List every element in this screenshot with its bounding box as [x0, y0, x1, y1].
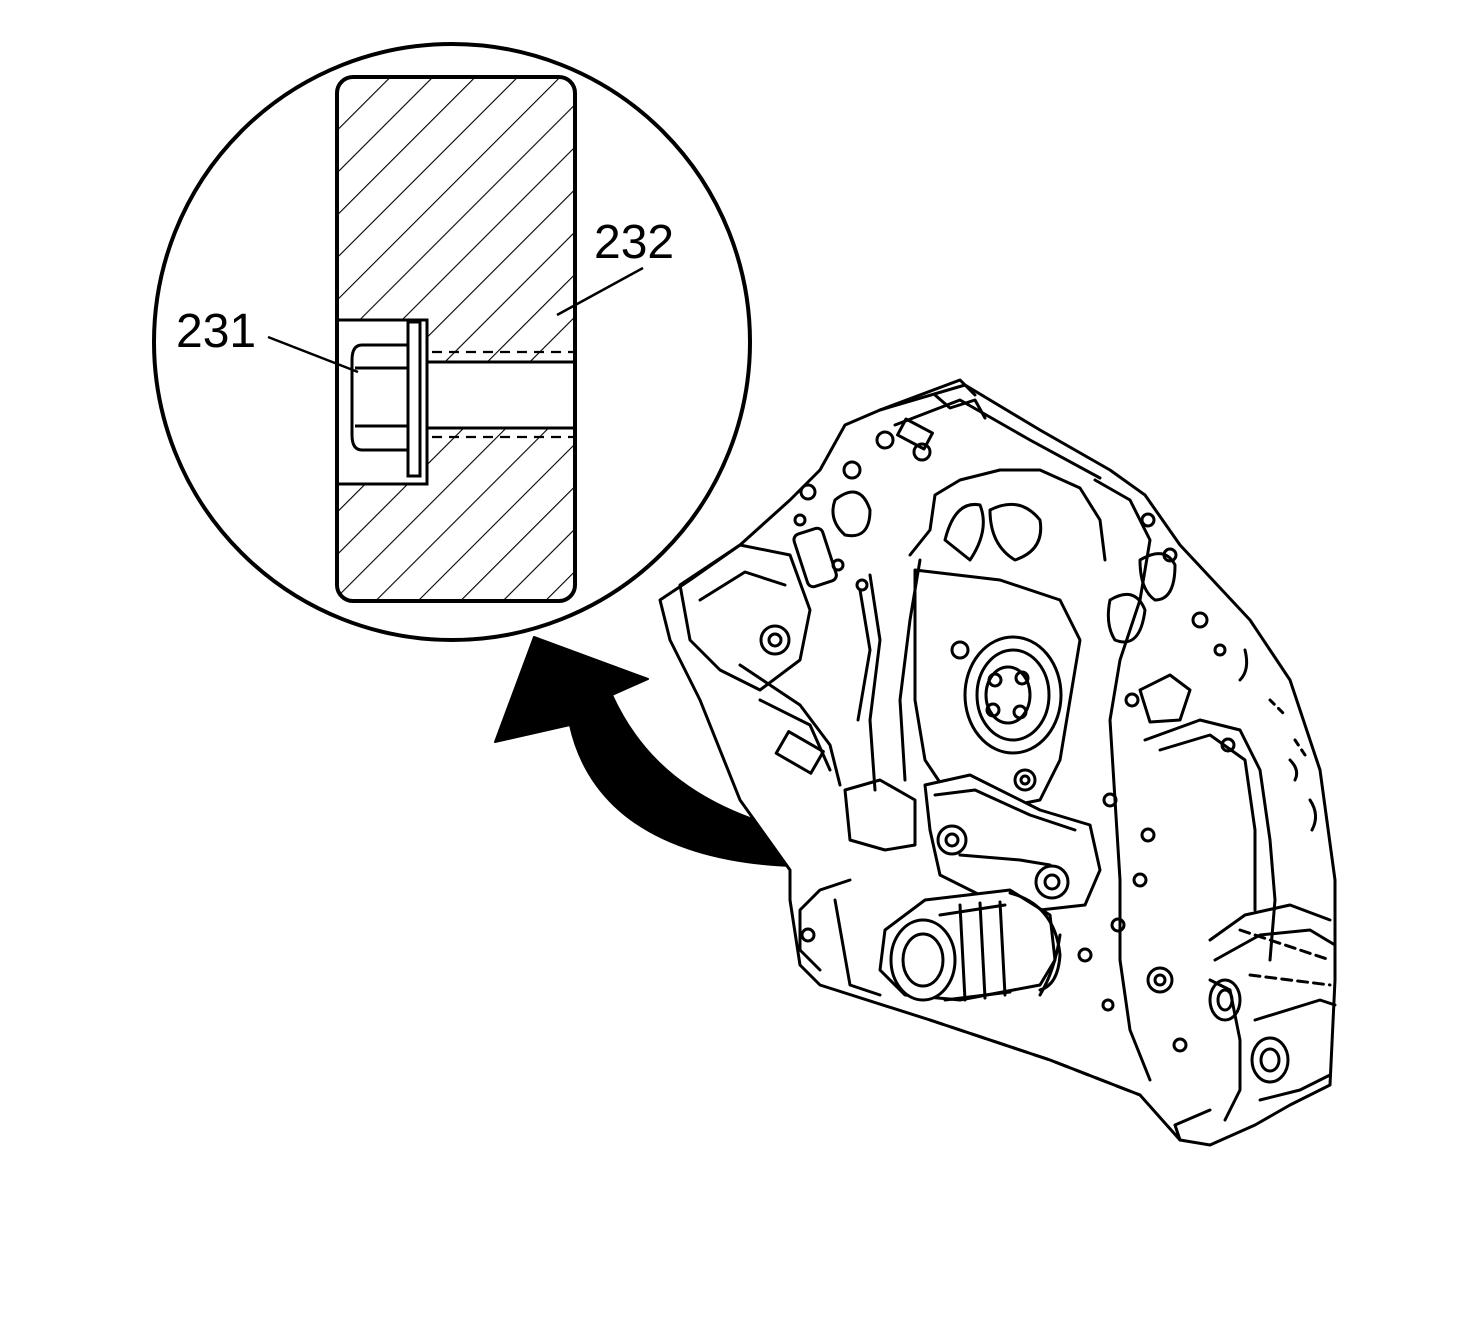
engine-block: [660, 380, 1335, 1145]
bore-lines: [337, 320, 575, 484]
leader-232: [557, 268, 643, 315]
block-outline: [337, 77, 575, 601]
callout-232-label: 232: [594, 216, 675, 269]
callout-231-label: 231: [176, 305, 257, 358]
bolt-231: [352, 322, 420, 476]
detail-magnifier: [154, 44, 750, 640]
block-cross-section: [337, 77, 575, 601]
leader-231: [268, 337, 358, 372]
